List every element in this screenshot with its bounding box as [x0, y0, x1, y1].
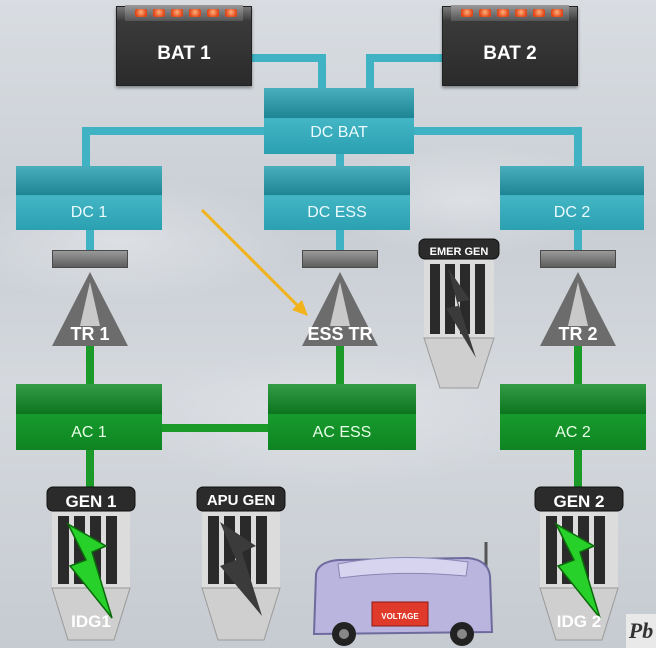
battery-2[interactable]: BAT 2	[442, 5, 578, 86]
gen-1[interactable]	[46, 486, 136, 642]
dc-2-bus-label: DC 2	[553, 204, 591, 221]
wire-bat1-dcbat-v	[318, 54, 326, 92]
wire-bat2-dcbat-v	[366, 54, 374, 92]
dc-1-bus-bevel	[16, 166, 162, 195]
dc-ess-bus-bevel	[264, 166, 410, 195]
battery-1[interactable]: BAT 1	[116, 5, 252, 86]
battery-1-led	[207, 9, 219, 17]
dc-2-bus[interactable]: DC 2	[500, 166, 644, 230]
apu-gen[interactable]	[196, 486, 286, 642]
battery-2-led	[497, 9, 509, 17]
battery-1-top	[125, 5, 243, 21]
battery-1-label: BAT 1	[157, 43, 211, 64]
battery-1-led	[171, 9, 183, 17]
dc-1-bus[interactable]: DC 1	[16, 166, 162, 230]
wire-tr1-ac1	[86, 346, 94, 386]
gen-2-label: GEN 2	[553, 492, 605, 511]
wire-bat1-dcbat-h	[250, 54, 324, 62]
battery-1-led	[153, 9, 165, 17]
wire-tr2-ac2	[574, 346, 582, 386]
battery-2-led	[479, 9, 491, 17]
dc-2-bus-bevel	[500, 166, 644, 195]
dc-bat-bus[interactable]: DC BAT	[264, 88, 414, 154]
battery-2-top	[451, 5, 569, 21]
battery-1-led	[225, 9, 237, 17]
gpu-label: VOLTAGE	[381, 612, 419, 621]
dc-bat-bus-bevel	[264, 88, 414, 118]
wire-dc2-tr2	[574, 228, 582, 250]
ess-tr-label: ESS TR	[307, 324, 373, 344]
emer-gen[interactable]	[418, 238, 500, 390]
battery-1-led	[135, 9, 147, 17]
tr-2-label: TR 2	[558, 324, 598, 344]
emer-gen-label: EMER GEN	[429, 246, 489, 258]
ac-1-bus-label: AC 1	[71, 424, 107, 441]
wire-dcbat-right-drop	[574, 127, 582, 169]
wire-dcess-esstr	[336, 228, 344, 250]
wire-ac1-acess	[160, 424, 272, 432]
gen-2[interactable]	[534, 486, 624, 642]
wire-ac1-gen1	[86, 448, 94, 490]
ac-1-bus[interactable]: AC 1	[16, 384, 162, 450]
battery-2-label: BAT 2	[483, 43, 537, 64]
ac-2-bus[interactable]: AC 2	[500, 384, 646, 450]
battery-2-led	[515, 9, 527, 17]
ac-ess-bus-label: AC ESS	[312, 424, 372, 441]
tr-1-highlight	[80, 282, 100, 326]
wire-esstr-acess	[336, 346, 344, 386]
tr-1-cap	[52, 250, 128, 268]
watermark-logo: Pb	[626, 614, 656, 648]
idg-1-label: IDG1	[71, 612, 111, 631]
idg-2-label: IDG 2	[556, 612, 602, 631]
wire-dcbat-left-drop	[82, 127, 90, 169]
wire-dcbat-left	[82, 127, 268, 135]
ac-2-bus-label: AC 2	[555, 424, 591, 441]
pointer-arrow	[200, 208, 308, 316]
ess-tr-cap	[302, 250, 378, 268]
wire-dcbat-ess-drop	[336, 150, 344, 170]
battery-2-led	[461, 9, 473, 17]
ac-1-bus-bevel	[16, 384, 162, 414]
wire-dc1-tr1	[86, 228, 94, 250]
ground-power-cart[interactable]: VOLTAGE	[308, 540, 498, 648]
ac-ess-bus[interactable]: AC ESS	[268, 384, 416, 450]
tr-2-highlight	[568, 282, 588, 326]
wire-ac2-gen2	[574, 448, 582, 490]
battery-1-led	[189, 9, 201, 17]
ac-ess-bus-bevel	[268, 384, 416, 414]
dc-1-bus-label: DC 1	[70, 204, 108, 221]
battery-2-led	[551, 9, 563, 17]
wire-bat2-dcbat-h	[366, 54, 444, 62]
tr-1-label: TR 1	[70, 324, 110, 344]
ess-tr-highlight	[330, 282, 350, 326]
dc-ess-bus[interactable]: DC ESS	[264, 166, 410, 230]
tr-2-cap	[540, 250, 616, 268]
battery-2-led	[533, 9, 545, 17]
wire-dcbat-right	[412, 127, 582, 135]
apu-gen-label: APU GEN	[206, 492, 276, 509]
gen-1-label: GEN 1	[65, 492, 117, 511]
dc-bat-bus-label: DC BAT	[310, 124, 368, 141]
ac-2-bus-bevel	[500, 384, 646, 414]
dc-ess-bus-label: DC ESS	[307, 204, 367, 221]
